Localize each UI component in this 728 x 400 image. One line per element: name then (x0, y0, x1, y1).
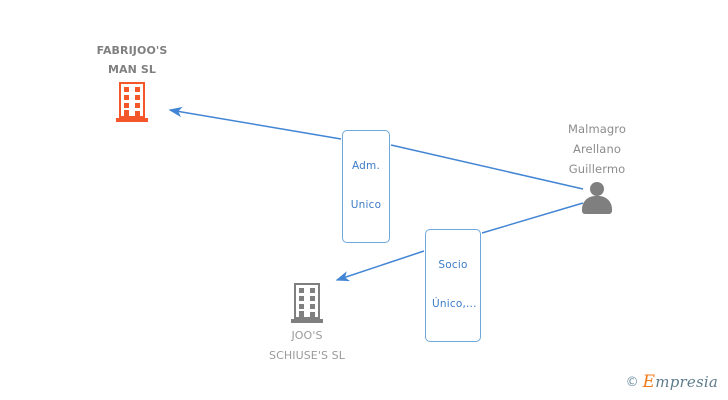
person-label-line1: Malmagro (567, 122, 627, 136)
brand-initial: E (642, 372, 656, 392)
company-secondary-label-line2: SCHIUSE'S SL (269, 349, 345, 362)
edge-adm-right-segment (390, 144, 584, 190)
node-person-malmagro-arellano-guillermo[interactable]: Malmagro Arellano Guillermo (536, 122, 658, 214)
edge-label-socio-unico[interactable]: Socio Único,... (425, 229, 481, 342)
person-icon (580, 182, 614, 214)
edge-adm-left-segment (168, 106, 342, 140)
brand-name: Empresia (643, 372, 718, 392)
person-label-line3: Guillermo (568, 162, 626, 176)
company-primary-label-line1: FABRIJOO'S (96, 44, 168, 57)
building-icon (116, 82, 148, 122)
brand-rest: mpresia (655, 373, 718, 391)
node-company-fabrijoos-man-sl[interactable]: FABRIJOO'S MAN SL (71, 44, 193, 122)
copyright-icon: © (625, 374, 639, 390)
company-primary-label-line2: MAN SL (107, 63, 157, 76)
building-icon (291, 283, 323, 323)
edge-socio-left-segment (335, 250, 425, 282)
node-company-joos-schiuses-sl[interactable]: JOO'S SCHIUSE'S SL (245, 283, 369, 363)
watermark: © Empresia (626, 372, 718, 392)
edge-socio-right-segment (481, 202, 584, 234)
edge-label-adm-line1: Adm. (351, 160, 381, 172)
company-secondary-label-line1: JOO'S (291, 329, 323, 342)
edge-label-socio-line2: Único,... (432, 298, 477, 310)
edge-label-adm-line2: Unico (350, 199, 382, 211)
edge-label-adm-unico[interactable]: Adm. Unico (342, 130, 390, 243)
person-label-line2: Arellano (573, 142, 621, 156)
edge-label-socio-line1: Socio (438, 259, 468, 271)
